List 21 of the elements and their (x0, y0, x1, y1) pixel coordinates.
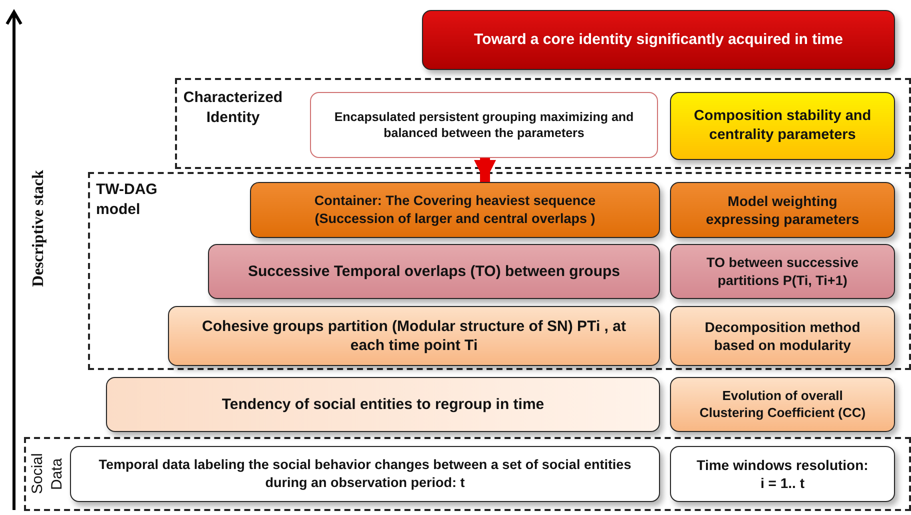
process-box: Model weighting expressing parameters (670, 182, 895, 238)
process-box: Time windows resolution: i = 1.. t (670, 446, 895, 502)
group-title: Social Data (28, 452, 66, 496)
process-box: Encapsulated persistent grouping maximizing and balanced between the parameters (310, 92, 658, 158)
process-box: Toward a core identity significantly acquired in time (422, 10, 895, 70)
dashed-group-frame (24, 437, 911, 511)
process-box: Composition stability and centrality parameters (670, 92, 895, 160)
dashed-group-frame (88, 172, 911, 370)
process-box: Decomposition method based on modularity (670, 306, 895, 366)
arrow (474, 158, 496, 182)
process-box: Temporal data labeling the social behavior changes between a set of social entities during an observation period: t (70, 446, 660, 502)
axis-label: Descriptive stack (30, 170, 48, 287)
process-box: Evolution of overall Clustering Coefficient (CC) (670, 377, 895, 432)
process-box: Cohesive groups partition (Modular structure of SN) PTi , at each time point Ti (168, 306, 660, 366)
process-box: Successive Temporal overlaps (TO) between groups (208, 244, 660, 299)
group-title: TW-DAG model (96, 180, 158, 219)
process-box: TO between successive partitions P(Ti, Ti+1) (670, 244, 895, 299)
process-box: Tendency of social entities to regroup in time (106, 377, 660, 432)
dashed-group-frame (175, 78, 911, 169)
process-box: Container: The Covering heaviest sequence (Succession of larger and central overlaps ) (250, 182, 660, 238)
group-title: Characterized Identity (183, 88, 283, 127)
